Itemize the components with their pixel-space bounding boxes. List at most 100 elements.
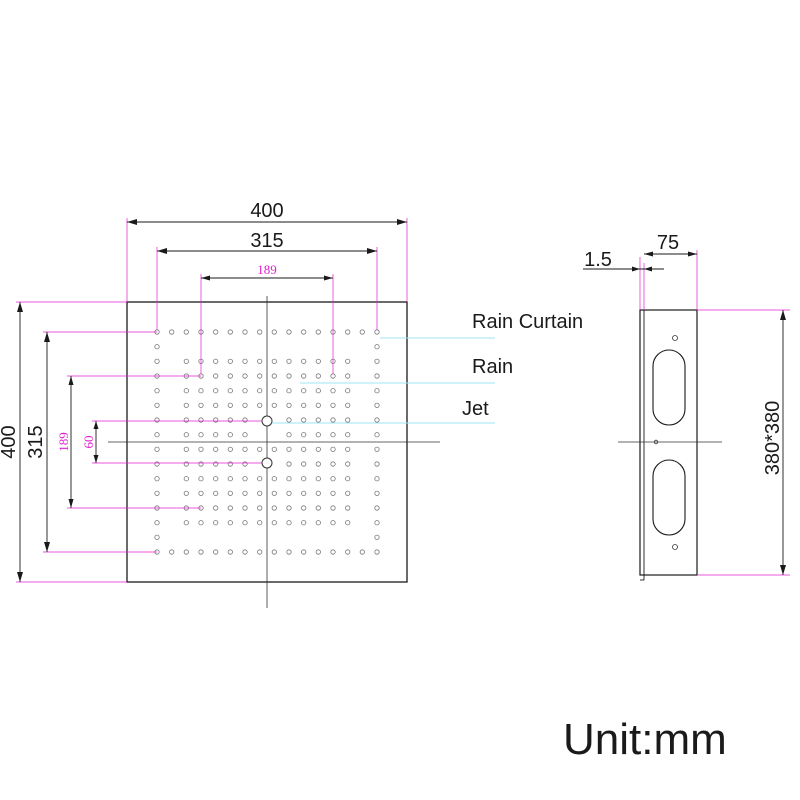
rain-hole	[183, 490, 189, 496]
rain-curtain-hole	[374, 344, 380, 350]
rain-hole	[183, 446, 189, 452]
rain-hole	[227, 358, 233, 364]
rain-curtain-hole	[154, 534, 160, 540]
rain-curtain-hole	[345, 329, 351, 335]
rain-curtain-hole	[154, 520, 160, 526]
rain-hole	[315, 402, 321, 408]
rain-hole	[330, 490, 336, 496]
rain-curtain-hole	[154, 358, 160, 364]
rain-hole	[242, 358, 248, 364]
rain-hole	[198, 461, 204, 467]
rain-curtain-hole	[374, 461, 380, 467]
rain-hole	[183, 432, 189, 438]
rain-hole	[345, 373, 351, 379]
rain-hole	[345, 446, 351, 452]
rain-hole	[286, 476, 292, 482]
dim-jet-spacing: 60	[81, 436, 96, 449]
rain-curtain-hole	[301, 549, 307, 555]
rain-hole	[213, 476, 219, 482]
rain-hole	[213, 505, 219, 511]
rain-hole	[213, 373, 219, 379]
rain-hole	[330, 388, 336, 394]
rain-hole	[198, 402, 204, 408]
rain-hole	[271, 446, 277, 452]
rain-curtain-hole	[154, 417, 160, 423]
rain-hole	[227, 432, 233, 438]
rain-curtain-hole	[374, 358, 380, 364]
rain-hole	[213, 417, 219, 423]
rain-hole	[330, 461, 336, 467]
rain-hole	[198, 476, 204, 482]
rain-hole	[242, 461, 248, 467]
rain-hole	[227, 490, 233, 496]
rain-curtain-hole	[374, 446, 380, 452]
rain-hole	[213, 358, 219, 364]
rain-curtain-hole	[374, 373, 380, 379]
rain-hole	[242, 490, 248, 496]
rain-hole	[227, 417, 233, 423]
rain-hole	[286, 520, 292, 526]
unit-label: Unit:mm	[563, 715, 727, 764]
rain-hole	[227, 505, 233, 511]
rain-hole	[315, 490, 321, 496]
dim-depth: 75	[657, 232, 679, 254]
rain-hole	[227, 520, 233, 526]
rain-hole	[315, 520, 321, 526]
rain-curtain-hole	[154, 432, 160, 438]
rain-hole	[242, 432, 248, 438]
rain-hole	[286, 432, 292, 438]
rain-hole	[183, 417, 189, 423]
rain-hole	[301, 490, 307, 496]
rain-hole	[301, 402, 307, 408]
rain-curtain-hole	[374, 534, 380, 540]
rain-hole	[345, 432, 351, 438]
rain-hole	[286, 490, 292, 496]
rain-hole	[315, 417, 321, 423]
rain-hole	[227, 388, 233, 394]
rain-hole	[227, 476, 233, 482]
rain-curtain-hole	[154, 461, 160, 467]
rain-hole	[286, 358, 292, 364]
rain-hole	[257, 490, 263, 496]
rain-hole	[301, 476, 307, 482]
rain-hole	[183, 388, 189, 394]
rain-hole	[330, 417, 336, 423]
rain-hole	[213, 520, 219, 526]
rain-curtain-hole	[154, 490, 160, 496]
rain-hole	[257, 402, 263, 408]
rain-hole	[345, 461, 351, 467]
rain-hole	[301, 461, 307, 467]
rain-hole	[301, 417, 307, 423]
rain-hole	[330, 476, 336, 482]
rain-hole	[242, 446, 248, 452]
rain-hole	[183, 402, 189, 408]
rain-curtain-hole	[257, 329, 263, 335]
rain-hole	[315, 432, 321, 438]
rain-hole	[198, 520, 204, 526]
rain-hole	[242, 417, 248, 423]
rain-curtain-hole	[183, 329, 189, 335]
rain-curtain-hole	[374, 388, 380, 394]
rain-hole	[183, 461, 189, 467]
side-slot-bottom	[652, 459, 686, 536]
rain-hole	[257, 373, 263, 379]
rain-curtain-hole	[242, 329, 248, 335]
rain-hole	[227, 373, 233, 379]
rain-curtain-hole	[154, 344, 160, 350]
rain-curtain-hole	[169, 329, 175, 335]
dim-height-outer: 400	[0, 425, 20, 458]
rain-hole	[198, 446, 204, 452]
rain-hole	[315, 358, 321, 364]
rain-hole	[257, 388, 263, 394]
rain-hole	[271, 373, 277, 379]
rain-curtain-hole	[359, 549, 365, 555]
dim-size: 380*380	[762, 401, 784, 476]
rain-curtain-hole	[213, 549, 219, 555]
rain-hole	[345, 520, 351, 526]
rain-hole	[286, 505, 292, 511]
rain-curtain-hole	[359, 329, 365, 335]
rain-hole	[183, 520, 189, 526]
rain-hole	[286, 373, 292, 379]
rain-hole	[257, 505, 263, 511]
